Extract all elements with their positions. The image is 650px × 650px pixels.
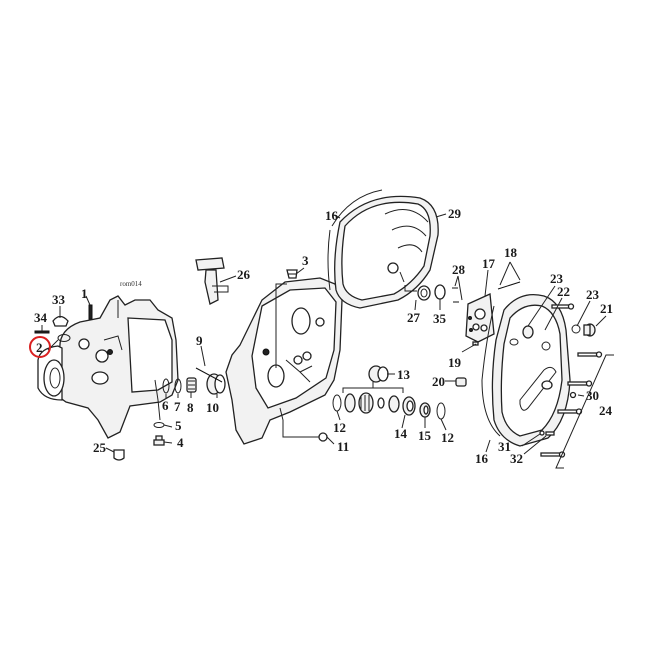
leader-lines: [41, 213, 607, 455]
part-8-bearing: [186, 377, 197, 393]
callout-16b[interactable]: 16: [475, 451, 489, 466]
part-30-washer: [569, 391, 577, 399]
part-17-plate: [465, 293, 495, 343]
callout-12a[interactable]: 12: [333, 420, 346, 435]
part-18-studs: [497, 281, 521, 290]
part-7-ring: [174, 378, 182, 394]
left-crankcase: [37, 295, 179, 439]
callout-2[interactable]: 2: [36, 340, 43, 355]
callout-18[interactable]: 18: [504, 245, 518, 260]
callout-17[interactable]: 17: [482, 256, 496, 271]
part-24-bracket: [555, 354, 614, 469]
callout-10[interactable]: 10: [206, 400, 219, 415]
callout-25[interactable]: 25: [93, 440, 107, 455]
right-crankcase: [225, 277, 343, 445]
part-16-chain: [481, 305, 501, 437]
callout-9[interactable]: 9: [196, 333, 203, 348]
callout-19[interactable]: 19: [448, 355, 462, 370]
reference-code: rom014: [120, 280, 142, 288]
callout-31[interactable]: 31: [498, 439, 511, 454]
part-12-snap-ring-b: [436, 402, 446, 420]
part-34-pin: [34, 330, 50, 334]
callout-30[interactable]: 30: [586, 388, 599, 403]
part-23-oring-b: [571, 324, 581, 334]
part-26-bracket: [195, 257, 229, 305]
part-35-cover: [434, 284, 446, 300]
callout-8[interactable]: 8: [187, 400, 194, 415]
part-6-ring: [162, 378, 170, 394]
callout-16a[interactable]: 16: [325, 208, 339, 223]
callout-15[interactable]: 15: [418, 428, 432, 443]
callout-22[interactable]: 22: [557, 284, 570, 299]
inner-primary-housing: [491, 293, 571, 447]
part-10-bearing-race: [206, 373, 226, 395]
callout-24[interactable]: 24: [599, 403, 613, 418]
part-14-seal: [402, 396, 416, 416]
part-5-washer: [153, 422, 165, 428]
callout-23b[interactable]: 23: [586, 287, 600, 302]
callout-7[interactable]: 7: [174, 399, 181, 414]
part-31-washer: [539, 430, 545, 436]
part-9-shims: [195, 367, 223, 383]
callout-3[interactable]: 3: [302, 253, 309, 268]
callout-20[interactable]: 20: [432, 374, 445, 389]
outer-primary-cover: [334, 195, 439, 309]
part-24-bolts: [540, 303, 603, 458]
callout-28[interactable]: 28: [452, 262, 466, 277]
callout-27[interactable]: 27: [407, 310, 421, 325]
callout-13[interactable]: 13: [397, 367, 411, 382]
callout-11[interactable]: 11: [337, 439, 349, 454]
callout-29[interactable]: 29: [448, 206, 462, 221]
part-25-plug: [113, 449, 125, 461]
part-32-screw: [545, 431, 555, 436]
part-12-snap-ring-a: [332, 394, 342, 412]
callout-14[interactable]: 14: [394, 426, 408, 441]
callout-6[interactable]: 6: [162, 398, 169, 413]
callout-34[interactable]: 34: [34, 310, 48, 325]
callout-5[interactable]: 5: [175, 418, 182, 433]
callouts: 1 2 3 4 5 6 7 8 9 10 11 12 12 13 14 15 1…: [34, 206, 613, 466]
part-11-plug: [318, 432, 328, 442]
callout-33[interactable]: 33: [52, 292, 66, 307]
callout-21[interactable]: 21: [600, 301, 613, 316]
callout-23a[interactable]: 23: [550, 271, 564, 286]
part-28-screws: [452, 287, 459, 303]
part-20-bushing: [455, 377, 467, 387]
part-4-drain-plug: [153, 435, 165, 446]
part-33-plug: [52, 315, 69, 327]
part-21-plug: [583, 323, 596, 337]
callout-12b[interactable]: 12: [441, 430, 454, 445]
part-19-pin: [472, 341, 479, 346]
part-2-oring: [57, 334, 71, 342]
part-1-dowel: [88, 304, 93, 320]
callout-26[interactable]: 26: [237, 267, 251, 282]
part-27-seal: [417, 285, 431, 301]
highlight-circle: [29, 336, 51, 358]
callout-4[interactable]: 4: [177, 435, 184, 450]
callout-32[interactable]: 32: [510, 451, 523, 466]
part-13-bearing-assembly: [344, 365, 400, 414]
part-15-bearing: [419, 402, 431, 418]
callout-35[interactable]: 35: [433, 311, 447, 326]
part-16-gasket-a: [327, 189, 383, 291]
callout-1[interactable]: 1: [81, 286, 88, 301]
